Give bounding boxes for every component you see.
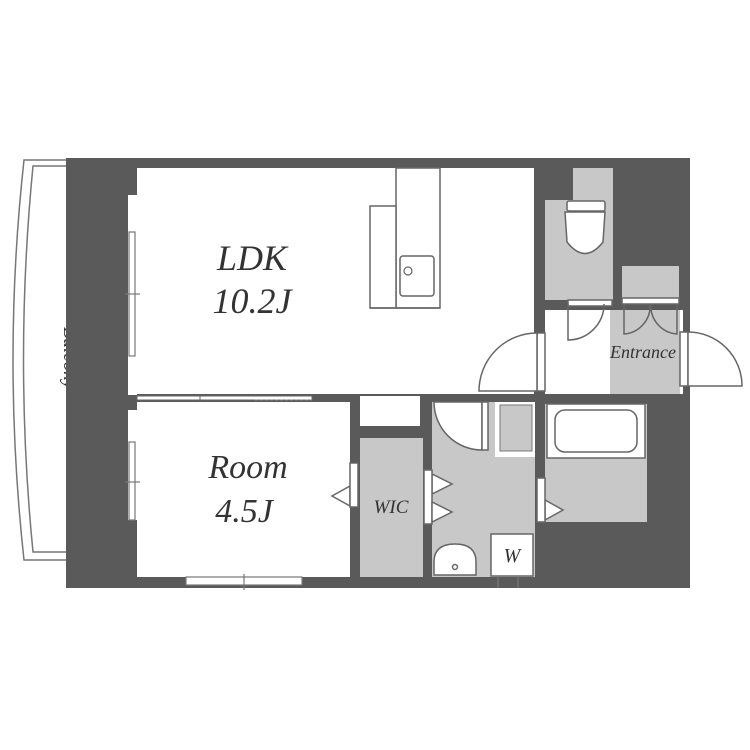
ldk-size: 10.2J [213,281,294,321]
windows [125,231,519,590]
sink-icon [399,255,435,297]
wic-label: WIC [374,497,409,518]
sliding-door [136,394,350,402]
doors [330,297,743,525]
kitchen-counter [369,167,441,309]
toilet-tank-alcove [573,168,613,200]
ldk-name: LDK [216,238,289,278]
washer-box: W [490,533,534,577]
washroom-shelf [499,404,533,452]
entrance-floor [610,310,680,394]
hallway [360,396,420,426]
entrance-label: Entrance [609,342,676,362]
room-name: Room [207,449,287,486]
bathtub-icon [546,403,646,459]
wic-room [360,438,423,577]
western-room [137,402,350,577]
washer-label: W [504,545,523,567]
washbasin-icon [433,543,477,576]
toilet-icon [564,200,606,255]
room-size: 4.5J [215,493,275,530]
shoe-closet [622,266,679,298]
ldk-room [137,168,534,394]
